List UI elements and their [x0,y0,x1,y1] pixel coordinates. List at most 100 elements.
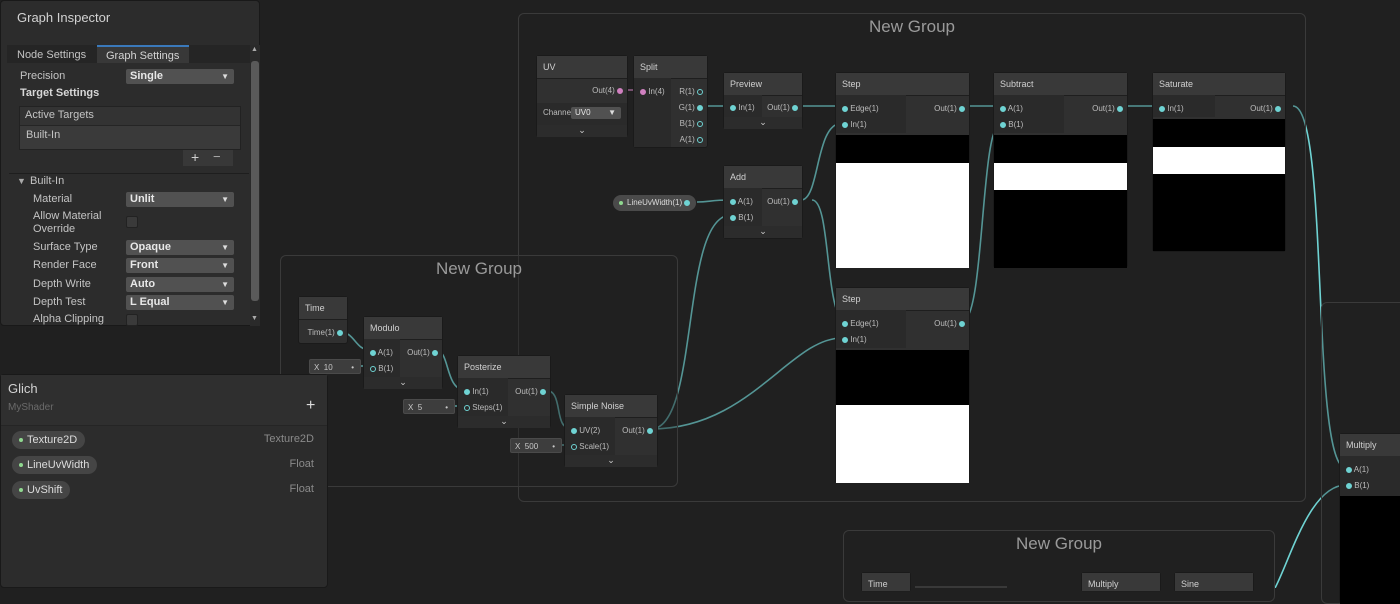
port-in[interactable]: In(4) [640,87,665,96]
surface-type-dropdown[interactable]: Opaque▼ [126,240,234,255]
port-dot-icon [792,198,798,205]
collapse-chevron-icon[interactable]: ⌄ [724,117,802,129]
channel-dropdown[interactable]: UV0▼ [571,107,621,119]
port-in[interactable]: In(1) [730,103,755,112]
scroll-down-icon[interactable]: ▼ [251,315,258,322]
port-edge[interactable]: Edge(1) [842,104,879,113]
saturate-node[interactable]: Saturate In(1) Out(1) [1152,72,1286,252]
collapse-chevron-icon[interactable]: ⌄ [724,226,802,238]
port-b[interactable]: B(1) [370,364,393,373]
port-r[interactable]: R(1) [679,87,703,96]
group-title[interactable]: New Group [1016,534,1102,553]
time-node-2[interactable]: Time [861,572,911,592]
depth-test-dropdown[interactable]: L Equal▼ [126,295,234,310]
scroll-thumb[interactable] [251,61,259,301]
group-title[interactable]: New Group [869,17,955,36]
port-dot-icon [730,198,736,205]
scroll-up-icon[interactable]: ▲ [251,46,258,53]
add-target-button[interactable]: + [191,149,200,165]
blackboard-panel[interactable]: Glich MyShader + Texture2D Texture2D Lin… [0,374,328,588]
port-in[interactable]: In(1) [1159,104,1184,113]
alpha-clipping-checkbox[interactable] [126,314,138,326]
uv-node[interactable]: UV Out(4) Channe UV0▼ ⌄ [536,55,628,137]
port-scale[interactable]: Scale(1) [571,442,609,451]
port-out[interactable]: Out(1) [767,103,798,112]
port-b[interactable]: B(1) [1000,120,1023,129]
add-property-button[interactable]: + [306,397,316,414]
time-node[interactable]: Time Time(1) [298,296,348,344]
port-b[interactable]: B(1) [1346,481,1369,490]
split-node[interactable]: Split In(4) R(1) G(1) B(1) A(1) [633,55,708,148]
inspector-scrollbar[interactable]: ▲ ▼ [250,45,260,326]
port-dot-icon [697,136,703,143]
active-targets-list: Active Targets Built-In [19,106,241,150]
builtin-section-label[interactable]: Built-In [30,175,65,187]
node-title: UV [537,56,627,79]
collapse-chevron-icon[interactable]: ⌄ [537,125,627,137]
port-out[interactable]: Out(1) [934,319,965,328]
graph-inspector-panel[interactable]: Graph Inspector Node Settings Graph Sett… [0,0,260,326]
posterize-steps-input[interactable]: X 5• [403,399,455,414]
simple-noise-node[interactable]: Simple Noise UV(2) Scale(1) Out(1) ⌄ [564,394,658,467]
modulo-node[interactable]: Modulo A(1) B(1) Out(1) ⌄ [363,316,443,389]
port-out[interactable]: Out(4) [592,86,623,95]
property-dot-icon [19,438,23,443]
builtin-foldout-icon[interactable]: ▼ [17,176,26,186]
port-a[interactable]: A(1) [1346,465,1369,474]
material-dropdown[interactable]: Unlit▼ [126,192,234,207]
modulo-b-input[interactable]: X 10• [309,359,361,374]
node-title: Time [862,573,910,592]
depth-write-dropdown[interactable]: Auto▼ [126,277,234,292]
port-a[interactable]: A(1) [730,197,753,206]
property-lineuvwidth[interactable]: LineUvWidth [12,456,98,474]
port-out[interactable]: Out(1) [934,104,965,113]
lineuvwidth-property-node[interactable]: LineUvWidth(1) [613,195,697,211]
port-out[interactable]: Time(1) [308,328,343,337]
port-out[interactable]: Out(1) [407,348,438,357]
noise-scale-input[interactable]: X 500• [510,438,562,453]
port-out[interactable]: Out(1) [515,387,546,396]
tab-node-settings[interactable]: Node Settings [17,49,87,61]
subtract-node[interactable]: Subtract A(1) B(1) Out(1) [993,72,1128,268]
port-steps[interactable]: Steps(1) [464,403,502,412]
group-title[interactable]: New Group [436,259,522,278]
property-uvshift[interactable]: UvShift [12,481,71,499]
collapse-chevron-icon[interactable]: ⌄ [364,377,442,389]
port-in[interactable]: In(1) [842,120,867,129]
multiply-node[interactable]: Multiply A(1) B(1) [1339,433,1400,604]
preview-node[interactable]: Preview In(1) Out(1) ⌄ [723,72,803,129]
port-out[interactable]: Out(1) [767,197,798,206]
active-targets-header: Active Targets [25,109,94,121]
posterize-node[interactable]: Posterize In(1) Steps(1) Out(1) ⌄ [457,355,551,428]
port-a[interactable]: A(1) [1000,104,1023,113]
port-out[interactable]: Out(1) [1092,104,1123,113]
add-node[interactable]: Add A(1) B(1) Out(1) ⌄ [723,165,803,239]
port-g[interactable]: G(1) [679,103,703,112]
port-edge[interactable]: Edge(1) [842,319,879,328]
sine-node[interactable]: Sine [1174,572,1254,592]
remove-target-button[interactable]: − [213,149,221,164]
port-dot-icon [1000,121,1006,128]
port-b[interactable]: B(1) [730,213,753,222]
precision-dropdown[interactable]: Single▼ [126,69,234,84]
collapse-chevron-icon[interactable]: ⌄ [458,416,550,428]
step-node-1[interactable]: Step Edge(1) In(1) Out(1) [835,72,970,268]
port-out[interactable]: Out(1) [622,426,653,435]
property-type: Float [289,458,314,470]
port-b[interactable]: B(1) [680,119,703,128]
property-texture2d[interactable]: Texture2D [12,431,86,449]
multiply-node-2[interactable]: Multiply [1081,572,1161,592]
allow-override-checkbox[interactable] [126,216,138,228]
port-a[interactable]: A(1) [370,348,393,357]
port-in[interactable]: In(1) [842,335,867,344]
render-face-dropdown[interactable]: Front▼ [126,258,234,273]
port-uv[interactable]: UV(2) [571,426,600,435]
target-builtin-item[interactable]: Built-In [26,129,61,141]
port-out[interactable]: Out(1) [1250,104,1281,113]
port-a[interactable]: A(1) [680,135,703,144]
tab-graph-settings[interactable]: Graph Settings [97,45,189,63]
node-title: Multiply [1340,434,1400,457]
port-in[interactable]: In(1) [464,387,489,396]
step-node-2[interactable]: Step Edge(1) In(1) Out(1) [835,287,970,483]
collapse-chevron-icon[interactable]: ⌄ [565,455,657,467]
